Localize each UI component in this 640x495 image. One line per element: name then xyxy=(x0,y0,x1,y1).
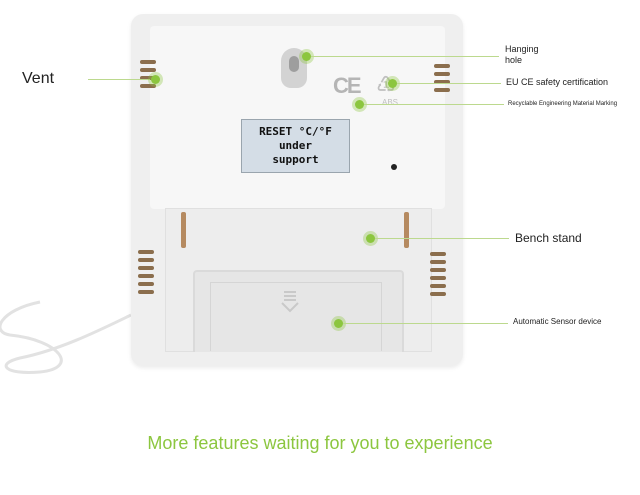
battery-cover-frame xyxy=(210,282,382,351)
reset-pinhole xyxy=(391,164,397,170)
ce-callout-line xyxy=(397,83,501,84)
stand-hinge-right xyxy=(404,212,409,248)
lcd-line-2: under xyxy=(278,139,313,152)
bench-stand-callout-dot xyxy=(366,234,375,243)
ce-callout-dot xyxy=(388,79,397,88)
vent-callout-dot xyxy=(151,75,160,84)
hanging-hole-callout-dot xyxy=(302,52,311,61)
sensor-callout-dot xyxy=(334,319,343,328)
hanging-hole-label: Hanging hole xyxy=(505,44,539,66)
sensor-cable xyxy=(0,300,132,375)
material-code: ABS xyxy=(382,98,399,107)
recycle-icon: ♳ xyxy=(376,72,396,97)
features-headline: More features waiting for you to experie… xyxy=(147,433,493,453)
lcd-line-1: RESET °C/°F xyxy=(259,125,332,138)
battery-cover xyxy=(193,270,404,352)
sensor-label: Automatic Sensor device xyxy=(513,317,602,326)
lcd-display: RESET °C/°F under support xyxy=(241,119,350,173)
vent-label: Vent xyxy=(22,70,55,87)
ce-mark: CE xyxy=(333,73,362,98)
recyclable-callout-line xyxy=(364,104,504,105)
bench-stand-callout-line xyxy=(375,238,509,239)
lcd-line-3: support xyxy=(272,153,319,166)
hanging-hole-label-line-2: hole xyxy=(505,55,523,65)
recyclable-callout-dot xyxy=(355,100,364,109)
hanging-hole-label-line-1: Hanging xyxy=(505,44,539,54)
push-arrow-icon xyxy=(281,291,299,313)
recyclable-label: Recyclable Engineering Material Marking xyxy=(508,101,618,107)
stand-hinge-left xyxy=(181,212,186,248)
eu-ce-label: EU CE safety certification xyxy=(506,77,609,87)
bench-stand-label: Bench stand xyxy=(515,231,582,245)
vent-callout-line xyxy=(88,79,150,80)
hanging-hole-callout-line xyxy=(311,56,499,57)
sensor-callout-line xyxy=(343,323,508,324)
